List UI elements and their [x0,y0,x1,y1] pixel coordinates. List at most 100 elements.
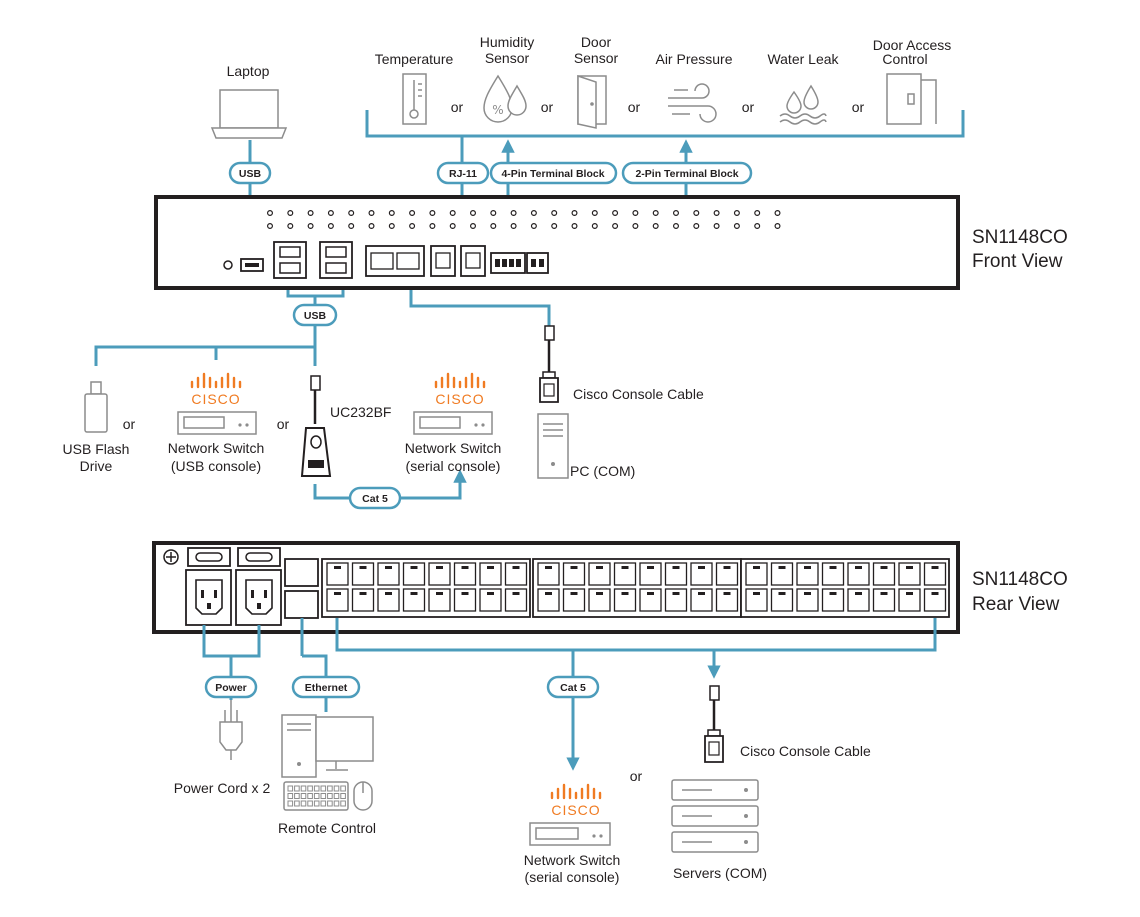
led-dot [429,210,436,217]
reset-button[interactable] [223,260,233,270]
serial-port[interactable] [504,562,528,586]
terminal-block-4pin[interactable] [490,252,526,274]
serial-port[interactable] [504,588,528,612]
serial-port[interactable] [690,562,713,586]
serial-port[interactable] [898,562,921,586]
port-notch [906,592,913,595]
lan-port-1[interactable] [284,558,319,587]
serial-port[interactable] [479,588,502,612]
serial-port[interactable] [770,562,794,586]
key [327,800,333,807]
cat5-rear-pill: Cat 5 [546,675,600,699]
power-cord-icon: Power Cord x 2 [174,700,270,796]
serial-port[interactable] [613,562,637,586]
serial-port[interactable] [923,562,947,586]
switch-rear-label-line2: (serial console) [525,869,620,885]
hdmi-port[interactable] [240,258,264,272]
serial-port[interactable] [377,588,400,612]
serial-port[interactable] [898,588,921,612]
serial-port[interactable] [479,562,502,586]
serial-port[interactable] [428,562,451,586]
port-notch [436,592,443,595]
serial-port[interactable] [639,588,662,612]
serial-port[interactable] [923,588,947,612]
or-text: or [451,99,464,115]
serial-port[interactable] [428,588,451,612]
serial-port[interactable] [639,562,662,586]
humidity-label-line2: Sensor [485,50,530,66]
serial-port[interactable] [402,588,426,612]
serial-port[interactable] [537,562,560,586]
power-switch-1[interactable] [187,547,231,567]
port-notch [672,566,680,569]
humidity-drops-icon: % [483,74,527,123]
serial-port[interactable] [872,588,896,612]
serial-port[interactable] [821,562,845,586]
laptop-icon: Laptop [210,63,288,139]
or-text: or [628,99,641,115]
switch-serial-label-line1: Network Switch [405,440,501,456]
serial-port[interactable] [664,588,688,612]
serial-port[interactable] [351,588,375,612]
serial-port[interactable] [715,588,739,612]
svg-text:2-Pin Terminal Block: 2-Pin Terminal Block [635,168,738,180]
laptop-label: Laptop [227,63,270,79]
or-text: or [742,99,755,115]
port-notch [698,592,705,595]
serial-port[interactable] [821,588,845,612]
port-notch [880,566,888,569]
port-notch [596,566,603,569]
terminal-block-2pin[interactable] [526,252,549,274]
serial-port[interactable] [745,562,768,586]
cisco-logo-text: CISCO [191,391,240,407]
usb-top-pill: USB [228,161,272,185]
serial-port[interactable] [613,588,637,612]
port-notch [672,592,680,595]
serial-port[interactable] [664,562,688,586]
usb-port-group-1[interactable] [273,241,307,279]
switch-usb-label-line2: (USB console) [171,458,261,474]
rj11-port-2[interactable] [460,245,486,277]
serial-port[interactable] [770,588,794,612]
serial-port[interactable] [562,588,586,612]
rj11-port-1[interactable] [430,245,456,277]
serial-port[interactable] [453,562,477,586]
serial-port[interactable] [402,562,426,586]
humidity-label-line1: Humidity [480,34,534,50]
serial-port[interactable] [588,562,611,586]
power-socket-1[interactable] [185,569,232,626]
rear-panel: SN1148CO Rear View [152,541,1068,634]
serial-port[interactable] [796,588,819,612]
serial-port-array[interactable] [321,558,950,618]
serial-port[interactable] [377,562,400,586]
serial-port[interactable] [588,588,611,612]
port-notch [545,592,552,595]
serial-port[interactable] [690,588,713,612]
serial-port[interactable] [745,588,768,612]
serial-port[interactable] [796,562,819,586]
or-text: or [630,768,643,784]
key [320,793,327,799]
power-switch-2[interactable] [237,547,281,567]
serial-port[interactable] [562,562,586,586]
serial-port[interactable] [715,562,739,586]
serial-port[interactable] [326,588,349,612]
serial-port[interactable] [537,588,560,612]
or-text: or [541,99,554,115]
serial-port[interactable] [872,562,896,586]
led-dot [267,210,274,217]
serial-port[interactable] [351,562,375,586]
usb-port-group-2[interactable] [319,241,353,279]
serial-port[interactable] [326,562,349,586]
serial-port[interactable] [847,588,870,612]
serial-port[interactable] [847,562,870,586]
cisco-logo-text: CISCO [551,802,600,818]
serial-port[interactable] [453,588,477,612]
console-rj45-ports[interactable] [365,245,425,277]
port-notch [410,566,418,569]
led-dot [510,210,517,217]
port-notch [880,592,888,595]
servers-icon: Servers (COM) [671,779,767,881]
cat5-front-pill: Cat 5 [348,486,402,510]
key [313,785,320,792]
